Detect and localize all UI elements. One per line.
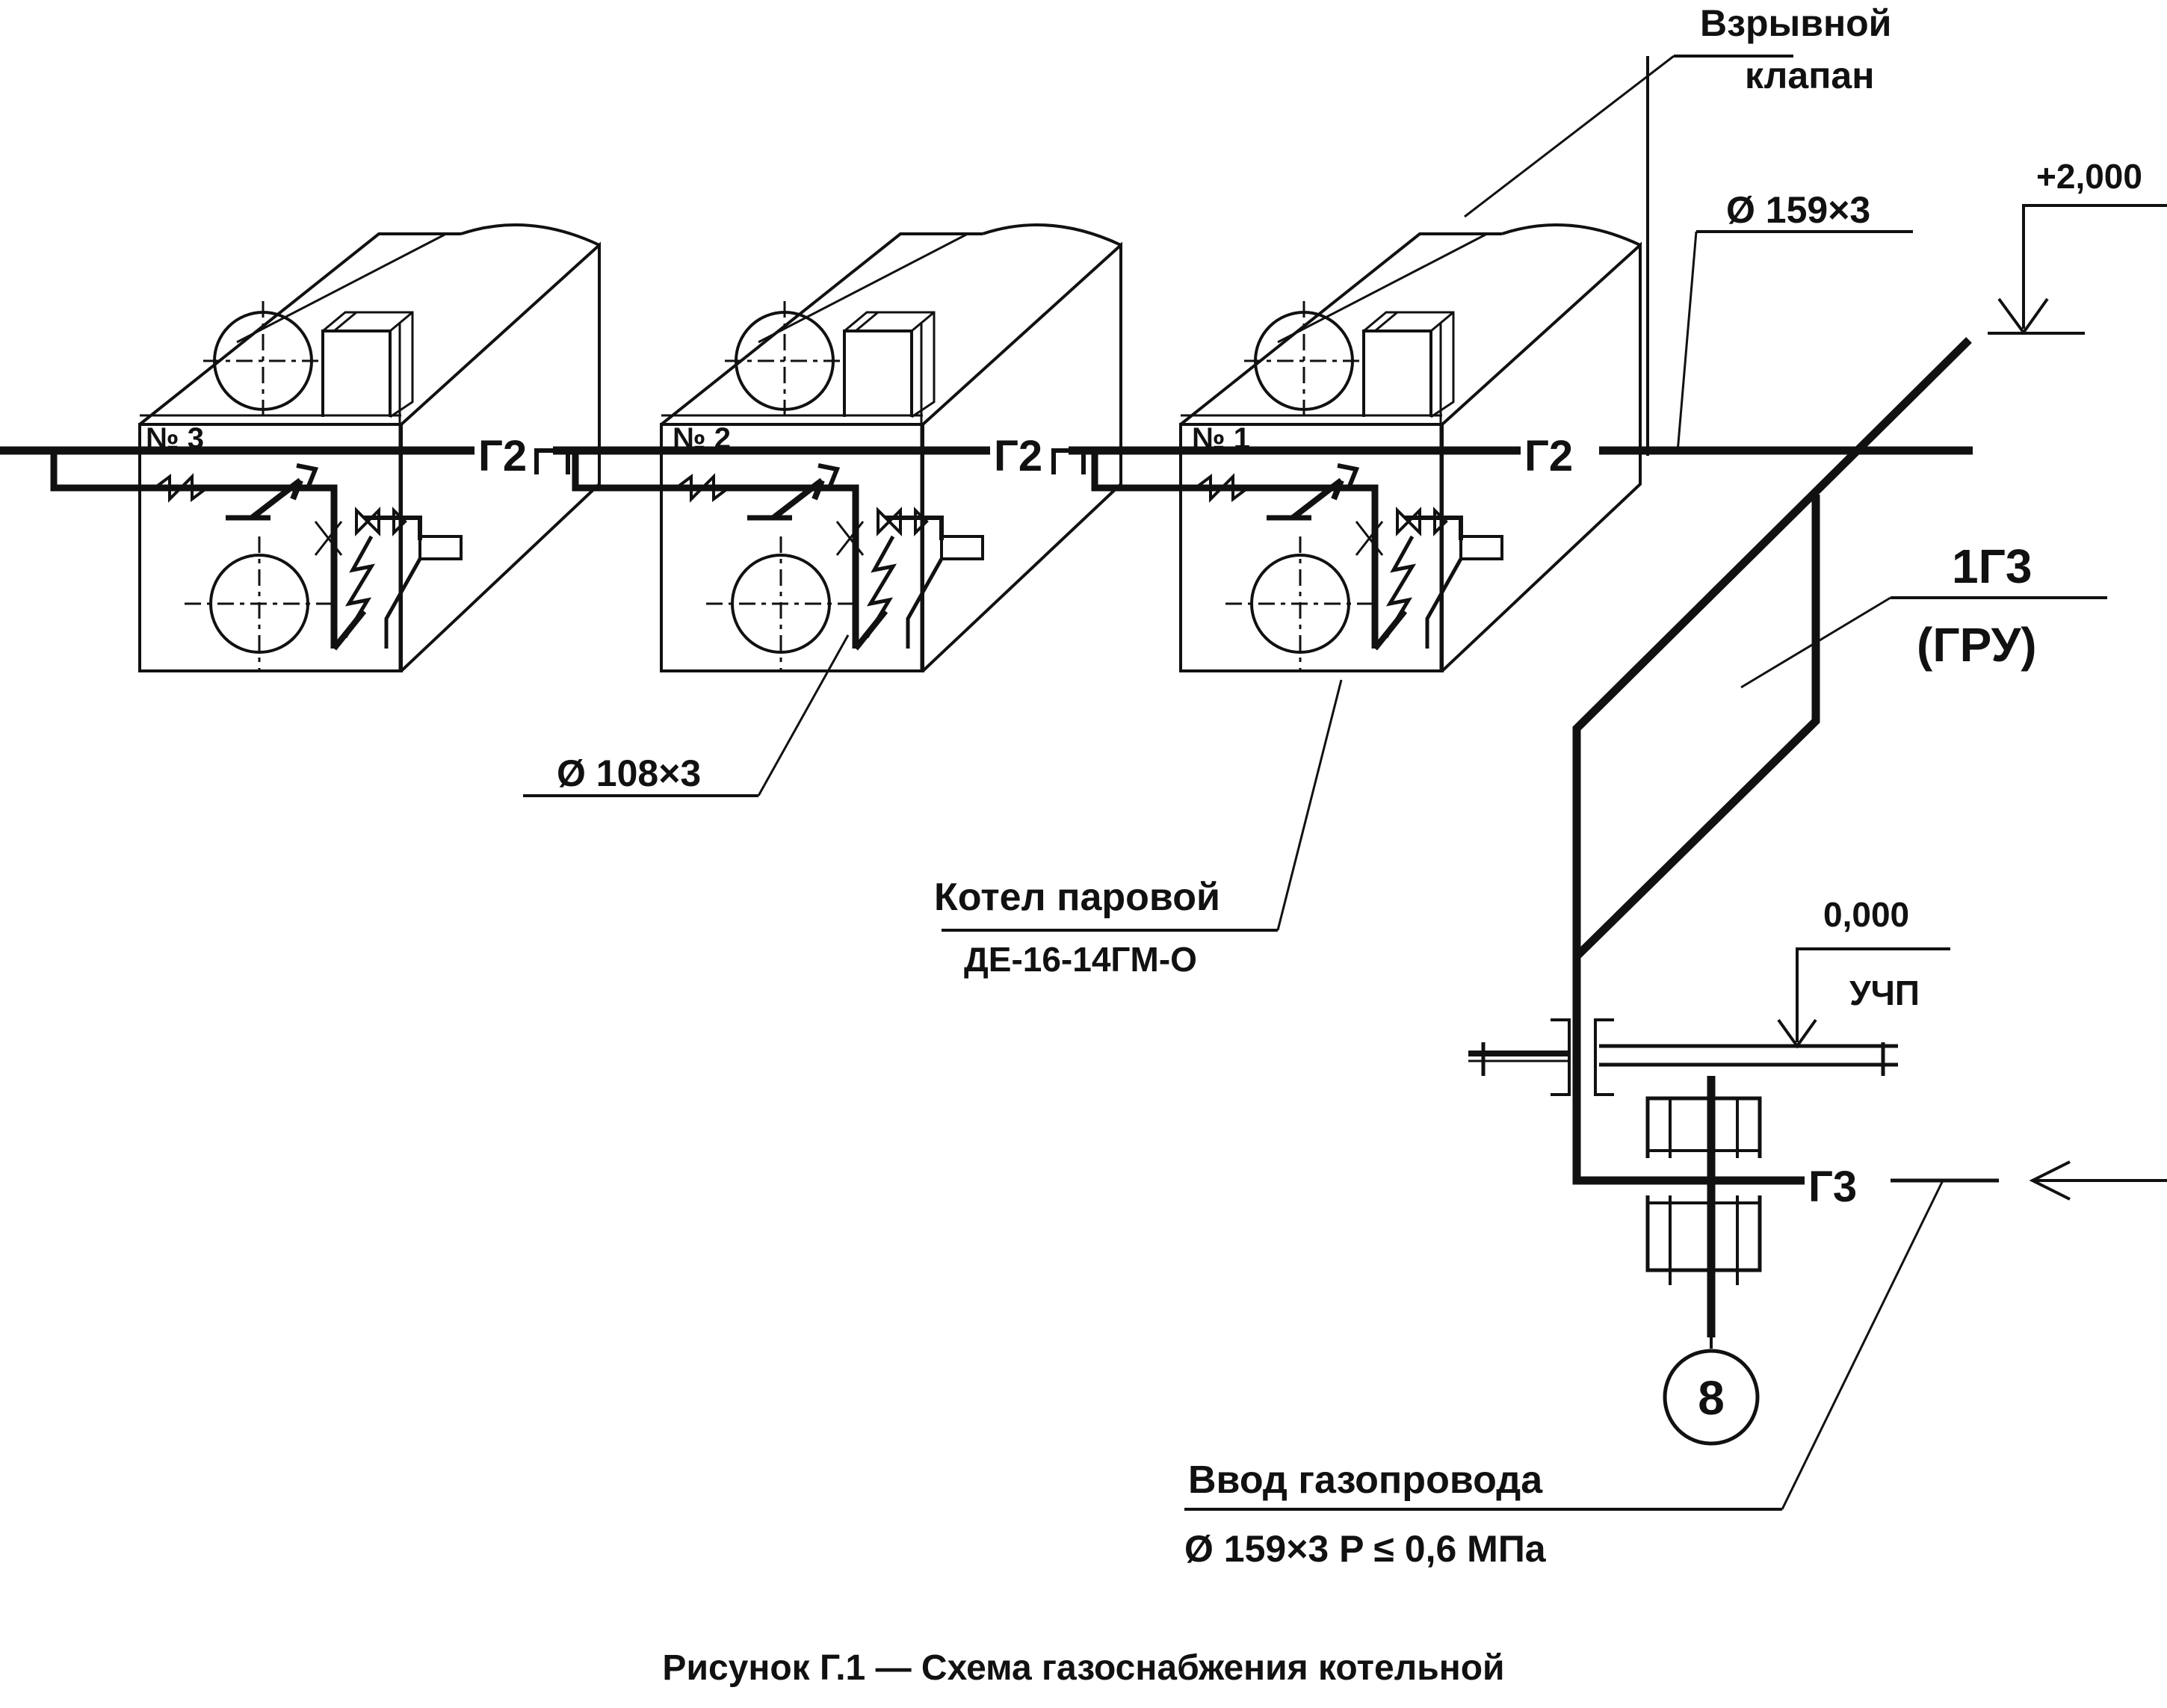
meter-unit-label: УЧП (1849, 974, 1920, 1012)
inlet-title-label: Ввод газопровода (1188, 1458, 1543, 1502)
main-gas-line (0, 446, 1973, 474)
elevation-zero-label: 0,000 (1823, 895, 1909, 934)
boiler-number-1: № 1 (1192, 422, 1250, 455)
branch-pipe-label: Ø 108×3 (557, 752, 701, 794)
elevation-top-mark (1988, 204, 2167, 335)
explosion-valve-label-2: клапан (1745, 55, 1874, 96)
boiler-desc-leader (942, 679, 1343, 932)
gas-line-label-3: Г2 (1524, 432, 1573, 480)
grp-code-label: 1Г3 (1952, 539, 2032, 593)
gas-riser (1572, 956, 1805, 1185)
inlet-sleeve (1645, 1076, 1762, 1345)
branch-pipe-leader (523, 634, 850, 797)
node-8-label: 8 (1698, 1371, 1725, 1425)
explosion-valve-leader (1464, 55, 1793, 456)
boiler-number-3: № 3 (146, 422, 204, 455)
pipe-main-leader (1676, 230, 1913, 453)
flow-arrow-icon (2029, 1160, 2167, 1201)
node-8-circle (1663, 1349, 1760, 1446)
elevation-zero-mark (1777, 947, 1950, 1049)
elevation-top-label: +2,000 (2036, 157, 2142, 196)
gas-line-label-2: Г2 (994, 432, 1042, 480)
explosion-valve-label: Взрывной (1700, 2, 1891, 44)
boiler-number-2: № 2 (673, 422, 731, 455)
gas-line-inlet-label: Г3 (1808, 1163, 1857, 1211)
boiler-desc-label: Котел паровой (934, 876, 1220, 919)
grp-name-label: (ГРУ) (1917, 618, 2037, 672)
gas-line-label-1: Г2 (478, 432, 527, 480)
figure-caption: Рисунок Г.1 — Схема газоснабжения котель… (662, 1648, 1505, 1688)
inlet-spec-label: Ø 159×3 P ≤ 0,6 МПа (1184, 1528, 1547, 1570)
pipe-main-label: Ø 159×3 (1726, 189, 1870, 231)
wall-crossing (1468, 1018, 1898, 1096)
boiler-model-label: ДЕ-16-14ГМ-О (964, 940, 1197, 979)
inlet-leader (1184, 1180, 1944, 1511)
